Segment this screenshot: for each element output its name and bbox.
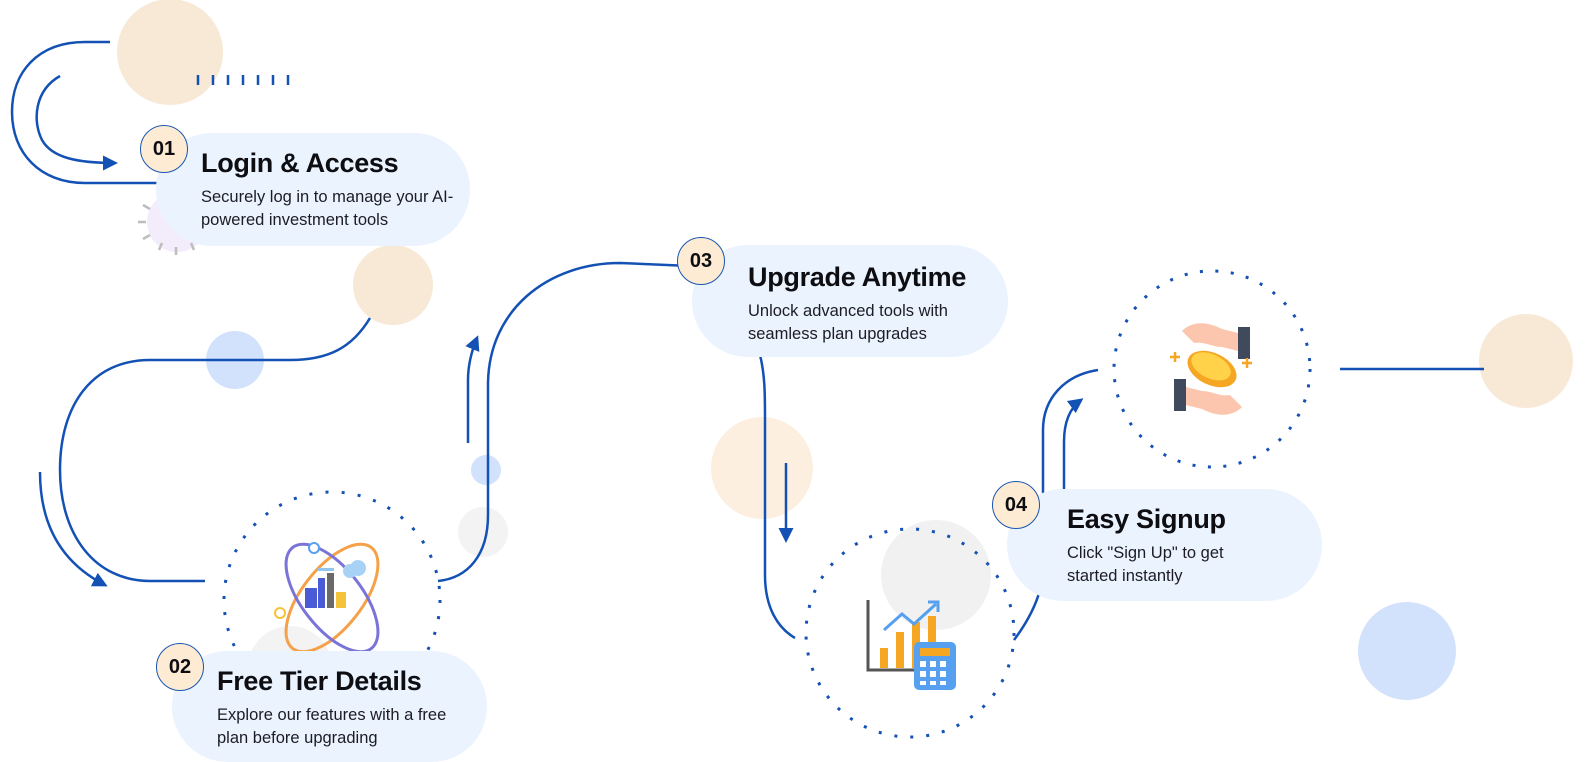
step-2-description: Explore our features with a free plan be… bbox=[217, 706, 447, 747]
connector-lines bbox=[10, 40, 1484, 641]
step-2-card: Free Tier Details Explore our features w… bbox=[172, 651, 487, 762]
blue-circle bbox=[471, 455, 501, 485]
hands-coin-icon bbox=[1170, 323, 1252, 415]
connector-3-to-icon bbox=[758, 354, 796, 640]
step-3-card: Upgrade Anytime Unlock advanced tools wi… bbox=[692, 245, 1008, 357]
peach-circle bbox=[353, 245, 433, 325]
connector-4-to-icon bbox=[1041, 368, 1099, 495]
step-3-description: Unlock advanced tools with seamless plan… bbox=[748, 302, 948, 343]
step-4-description: Click "Sign Up" to get started instantly bbox=[1067, 544, 1224, 585]
connector-1-to-2 bbox=[58, 317, 372, 583]
connector-left-arrow bbox=[38, 471, 108, 587]
step-1-number-badge: 01 bbox=[140, 125, 188, 173]
step-1-title: Login & Access bbox=[201, 148, 399, 178]
peach-circle bbox=[711, 417, 813, 519]
tick-marks bbox=[196, 75, 290, 85]
dashed-ring-step2 bbox=[222, 490, 442, 710]
orbit-city-chart-icon bbox=[274, 542, 380, 654]
connector-4-up-arrow bbox=[1062, 398, 1084, 492]
peach-circle bbox=[117, 0, 223, 105]
dashed-ring-step3 bbox=[804, 527, 1016, 739]
step-3-number-badge: 03 bbox=[677, 237, 725, 285]
connector-up-arrow bbox=[465, 335, 480, 443]
growth-chart-calculator-icon bbox=[866, 600, 956, 690]
step-2-number-badge: 02 bbox=[156, 643, 204, 691]
step-1-description: Securely log in to manage your AI-powere… bbox=[201, 188, 454, 229]
grey-circle bbox=[881, 520, 991, 630]
step-2-title: Free Tier Details bbox=[217, 666, 422, 696]
connector-top-outer bbox=[10, 40, 158, 185]
connector-top-inner-arrow bbox=[35, 74, 118, 171]
blue-circle bbox=[1358, 602, 1456, 700]
step-4-title: Easy Signup bbox=[1067, 504, 1226, 534]
step-4-number-badge: 04 bbox=[992, 481, 1040, 529]
step-3-title: Upgrade Anytime bbox=[748, 262, 967, 292]
step-1-card: Login & Access Securely log in to manage… bbox=[156, 133, 470, 246]
connector-icon-to-4 bbox=[1012, 589, 1042, 641]
sun-rays bbox=[138, 203, 196, 255]
connector-2-to-3 bbox=[437, 261, 691, 583]
step-4-card: Easy Signup Click "Sign Up" to get start… bbox=[1007, 489, 1322, 601]
grey-circle bbox=[458, 507, 508, 557]
peach-circle bbox=[1479, 314, 1573, 408]
dashed-ring-step4 bbox=[1112, 269, 1312, 469]
